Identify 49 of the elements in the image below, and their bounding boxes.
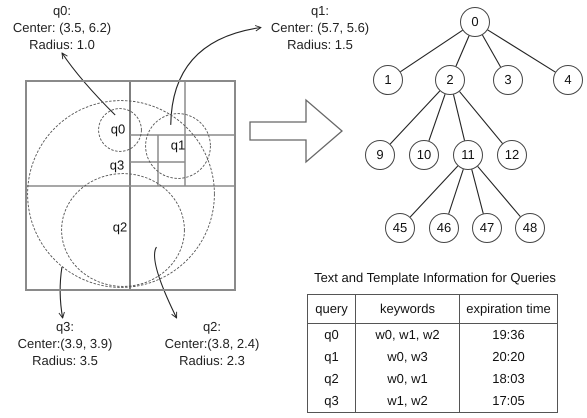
table-title: Text and Template Information for Queries <box>313 269 557 287</box>
curved-arrow <box>170 25 262 125</box>
query-info-text: Center:(3.8, 2.4) <box>164 335 260 352</box>
query-info-text: q1: <box>310 2 330 19</box>
tree-edge <box>428 94 446 141</box>
tree-edge <box>482 34 502 68</box>
tree-edge <box>471 169 484 214</box>
table-cell-text: 20:20 <box>491 348 526 366</box>
table-cell: q3 <box>308 390 356 412</box>
query-info-text: Center: (5.7, 5.6) <box>270 19 370 36</box>
column-header: query <box>308 295 356 323</box>
query-info-text: Radius: 3.5 <box>32 352 98 369</box>
table-cell: w0, w1 <box>356 368 460 390</box>
tree-edge <box>487 29 556 73</box>
query-label: q2 <box>112 220 128 234</box>
query-info-text: Radius: 2.3 <box>179 352 245 369</box>
tree-edge <box>477 166 521 217</box>
table-cell: w1, w2 <box>356 390 460 412</box>
column-header: expiration time <box>465 300 552 318</box>
query-label: q3 <box>110 158 124 172</box>
query-label: q0 <box>110 122 126 136</box>
query-info-text: Radius: 1.0 <box>29 36 95 53</box>
curved-arrow <box>58 266 65 318</box>
query-info-text: q0: <box>52 2 72 19</box>
tree-edge <box>452 94 466 141</box>
query-info-text: Center: (3.5, 6.2) <box>12 19 112 36</box>
query-label: q1 <box>170 138 186 152</box>
tree-edge <box>455 36 470 66</box>
table-cell: q2 <box>308 368 356 390</box>
tree-edge <box>400 30 463 72</box>
query-info-text: q3: <box>56 318 74 335</box>
table-cell: w0, w1, w2 <box>356 324 460 346</box>
tree-edge <box>410 166 458 218</box>
curved-arrow <box>154 246 178 318</box>
table-cell: w0, w3 <box>356 346 460 368</box>
table-cell: q0 <box>308 324 356 346</box>
tree-edge <box>459 91 503 144</box>
tree-edge <box>448 169 464 214</box>
tree-edge <box>390 90 440 144</box>
table-cell-text: 18:03 <box>491 370 526 388</box>
table-cell-text: 19:36 <box>491 326 526 344</box>
query-info-text: q2: <box>202 318 222 335</box>
column-header: keywords <box>356 295 460 323</box>
query-info-text: Center:(3.9, 3.9) <box>18 335 112 352</box>
table-cell: q1 <box>308 346 356 368</box>
table-cell-text: 17:05 <box>491 392 526 410</box>
query-info-text: Radius: 1.5 <box>287 36 353 53</box>
curved-arrow <box>62 52 116 116</box>
block-arrow <box>249 98 343 164</box>
